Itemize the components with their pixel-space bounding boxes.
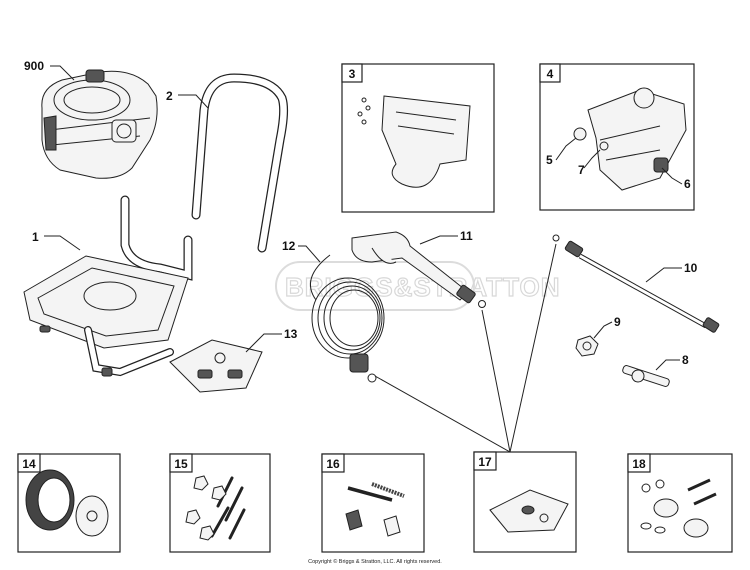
callout-leaders	[44, 65, 683, 371]
callout-5: 5	[546, 153, 553, 167]
box-label-14: 14	[22, 457, 36, 471]
callout-900: 900	[24, 59, 44, 73]
callout-11: 11	[460, 229, 473, 243]
part-10-lance[interactable]	[552, 234, 720, 333]
box-label-15: 15	[174, 457, 188, 471]
box-label-4: 4	[547, 67, 554, 81]
box-label-18: 18	[632, 457, 646, 471]
callout-13: 13	[284, 327, 298, 341]
box-label-16: 16	[326, 457, 340, 471]
box-16-hardware-kit[interactable]: 16	[321, 453, 425, 553]
callout-labels: 900 2 1 13 12 11 10 9 8 5 7 6	[24, 59, 698, 367]
box-3-bracket-kit[interactable]: 3	[341, 63, 495, 213]
box-4-pump[interactable]: 4	[539, 63, 695, 211]
copyright-text: Copyright © Briggs & Stratton, LLC. All …	[308, 559, 442, 565]
callout-8: 8	[682, 353, 689, 367]
callout-1: 1	[32, 230, 39, 244]
box-15-bolt-kit[interactable]: 15	[169, 453, 271, 553]
part-900-engine[interactable]	[41, 69, 158, 179]
callout-6: 6	[684, 177, 691, 191]
part-13-hardware-bag[interactable]	[169, 339, 263, 393]
part-2-handle[interactable]	[191, 73, 289, 253]
part-9-nut[interactable]	[575, 335, 599, 357]
part-11-spray-gun[interactable]	[351, 231, 486, 308]
callout-12: 12	[282, 239, 296, 253]
callout-7: 7	[578, 163, 585, 177]
part-12-hose[interactable]	[309, 254, 385, 383]
callout-9: 9	[614, 315, 621, 329]
part-1-frame[interactable]	[23, 195, 193, 377]
box-label-17: 17	[478, 455, 492, 469]
part-8-axle[interactable]	[622, 365, 670, 387]
callout-2: 2	[166, 89, 173, 103]
callout-10: 10	[684, 261, 698, 275]
box-18-isolator-kit[interactable]: 18	[627, 453, 733, 553]
box-14-wheel-kit[interactable]: 14	[17, 453, 121, 553]
box-label-3: 3	[349, 67, 356, 81]
watermark-text: BRIGGS&STRATTON	[285, 272, 560, 302]
box-17-kit[interactable]: 17	[473, 451, 577, 553]
